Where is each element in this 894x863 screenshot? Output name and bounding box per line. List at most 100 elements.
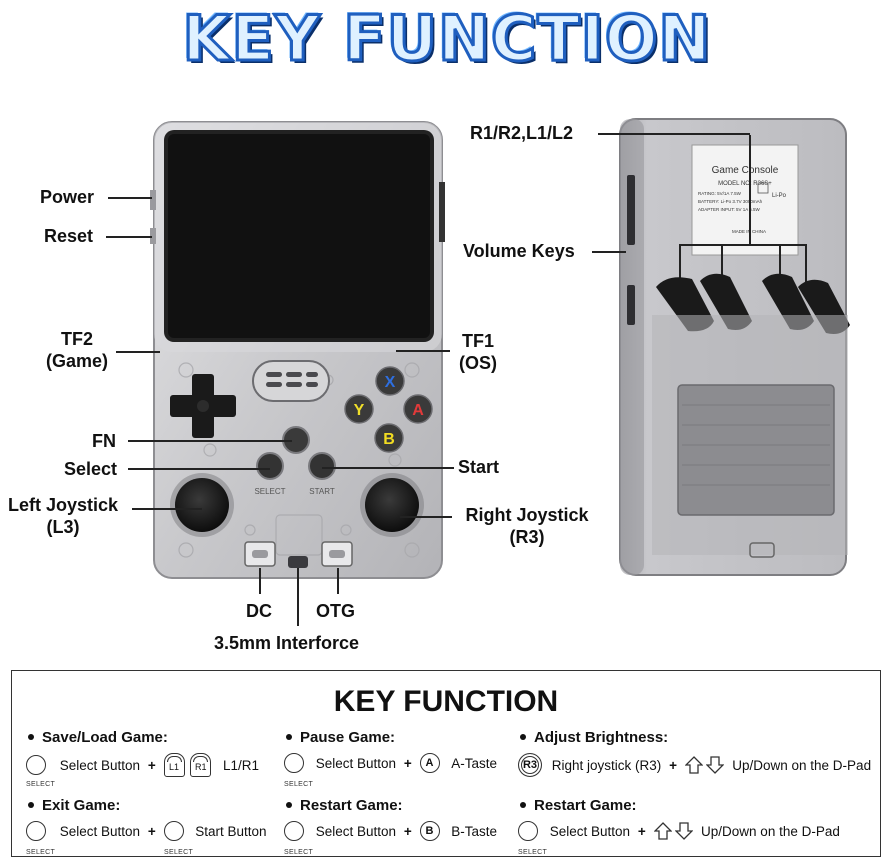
select-label: Select (64, 459, 118, 479)
kf-result: Up/Down on the D-Pad (732, 757, 872, 773)
kf-button-text: Select Button (59, 823, 141, 839)
dc-leader (259, 568, 261, 594)
triggers-leader (598, 133, 750, 135)
kf-plus: + (403, 823, 412, 839)
dpad-down-icon (675, 822, 694, 840)
tf1-sub-label: (OS) (459, 353, 497, 373)
a-button-icon: A (419, 753, 440, 773)
kf-result: L1/R1 (223, 757, 260, 773)
kf-plus: + (403, 755, 412, 771)
fn-leader (128, 440, 292, 442)
kf-heading: Pause Game: (300, 729, 396, 746)
kf-button-text: Select Button (315, 823, 397, 839)
key-function-title: KEY FUNCTION (333, 685, 559, 718)
select-caption: SELECT (284, 849, 314, 856)
kf-plus: + (147, 757, 156, 773)
bullet (28, 734, 34, 741)
kf-brightness: Adjust Brightness: R3 Right joystick (R3… (518, 729, 878, 789)
select-button-icon (26, 755, 46, 775)
dpad-down-icon (706, 756, 725, 774)
left-joystick-label: Left Joystick (7, 495, 119, 515)
otg-leader (337, 568, 339, 594)
reset-leader (106, 236, 152, 238)
bullet (520, 734, 526, 741)
kf-result: Start Button (195, 823, 267, 839)
kf-heading: Restart Game: (534, 797, 637, 814)
start-button-icon (163, 821, 184, 841)
kf-restart-dpad: Restart Game: Select Button + Up/Down on… (518, 797, 878, 857)
kf-pause: Pause Game: Select Button + A A-Taste SE… (284, 729, 524, 789)
tf2-sub-label: (Game) (45, 351, 108, 371)
l1-trigger-icon: L1 (163, 753, 185, 777)
sticker-line-1: RATING: 5V/1A 7.5W (698, 191, 742, 196)
start-leader (322, 467, 454, 469)
kf-plus: + (147, 823, 156, 839)
tf1-label: TF1 (461, 331, 494, 351)
kf-heading: Exit Game: (42, 797, 121, 814)
start-print: START (309, 487, 335, 496)
select-caption-2: SELECT (164, 849, 194, 856)
a-button-label: A (412, 402, 424, 419)
left-joystick-sub-label: (L3) (46, 517, 80, 537)
kf-plus: + (669, 757, 677, 773)
audio-leader (297, 568, 299, 626)
select-button-icon (26, 821, 46, 841)
volume-leader (592, 251, 626, 253)
x-button-label: X (385, 374, 396, 391)
right-joystick-label: Right Joystick (465, 505, 589, 525)
select-print: SELECT (254, 487, 285, 496)
select-button-icon (284, 821, 304, 841)
volume-keys-label: Volume Keys (463, 241, 575, 261)
select-leader (128, 468, 270, 470)
otg-label: OTG (316, 601, 355, 621)
reset-label: Reset (44, 226, 94, 246)
tf2-leader (116, 351, 160, 353)
select-caption: SELECT (284, 781, 314, 788)
tf1-leader (396, 350, 450, 352)
kf-result: Up/Down on the D-Pad (701, 823, 840, 839)
sticker-title: Game Console (712, 165, 779, 176)
r1-trigger-icon: R1 (190, 753, 212, 777)
kf-restart-b: Restart Game: Select Button + B B-Taste … (284, 797, 524, 857)
tf2-label: TF2 (60, 329, 93, 349)
fn-label: FN (92, 431, 116, 451)
select-button-icon (284, 753, 304, 773)
dpad-up-icon (684, 756, 703, 774)
dpad-up-icon (653, 822, 672, 840)
kf-exit: Exit Game: Select Button + Start Button … (26, 797, 296, 857)
bullet (286, 802, 292, 809)
select-caption: SELECT (518, 849, 548, 856)
kf-heading: Restart Game: (300, 797, 403, 814)
start-label: Start (458, 457, 500, 477)
bullet (286, 734, 292, 741)
power-label: Power (40, 187, 95, 207)
banner-title: KEY FUNCTION (181, 1, 712, 77)
kf-button-text: Select Button (59, 757, 141, 773)
front-console-image: X Y A B SELECT START (150, 121, 445, 579)
kf-button-text: Select Button (549, 823, 631, 839)
sticker-battery: Li-Po (772, 193, 787, 199)
kf-result: B-Taste (451, 823, 498, 839)
triggers-label: R1/R2,L1/L2 (470, 123, 574, 143)
kf-result: A-Taste (451, 755, 498, 771)
sticker-line-2: BATTERY: Li-Po 3.7V 3000mAh (698, 199, 763, 204)
key-function-panel: KEY FUNCTION Save/Load Game: Select Butt… (11, 670, 881, 857)
title-banner: KEY FUNCTION (0, 0, 894, 80)
power-leader (108, 197, 152, 199)
dc-label: DC (246, 601, 272, 621)
select-caption: SELECT (26, 781, 56, 788)
right-joystick-leader (400, 516, 452, 518)
back-console-image: Game Console MODEL NO: R36S+ RATING: 5V/… (619, 118, 850, 576)
sticker-line-3: ADAPTER INPUT: 5V 1A 5.5W (698, 207, 761, 212)
right-joystick-sub-label: (R3) (509, 527, 545, 547)
bullet (28, 802, 34, 809)
sticker-model: MODEL NO: R36S+ (718, 181, 772, 187)
select-caption: SELECT (26, 849, 56, 856)
bullet (520, 802, 526, 809)
kf-button-text: Select Button (315, 755, 397, 771)
kf-button-text: Right joystick (R3) (551, 757, 662, 773)
b-button-label: B (383, 431, 395, 448)
kf-save-load: Save/Load Game: Select Button + L1 R1 L1… (26, 729, 296, 789)
kf-heading: Adjust Brightness: (534, 729, 669, 746)
b-button-icon: B (419, 821, 440, 841)
